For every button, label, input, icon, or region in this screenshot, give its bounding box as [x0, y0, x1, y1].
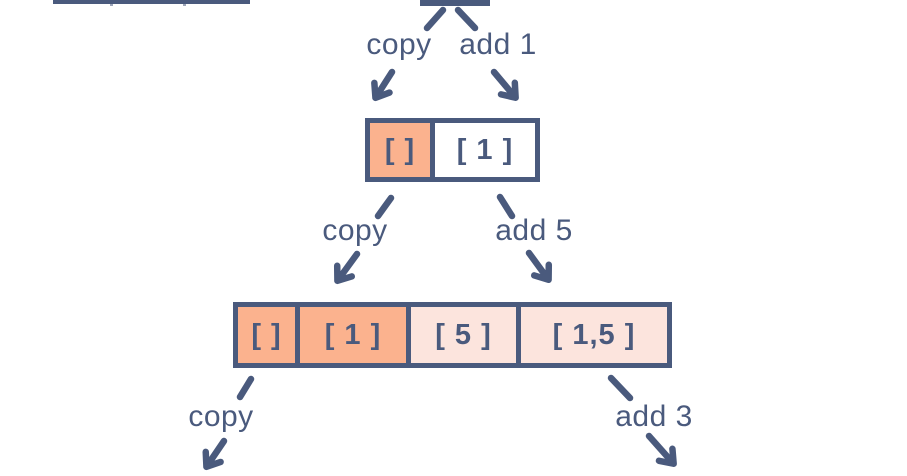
edge-arrow-add3 [645, 432, 677, 467]
edge-arrow-copy-3 [202, 437, 228, 471]
edge-label-copy-1: copy [366, 28, 432, 61]
list-cell-text: [ 5 ] [435, 318, 492, 351]
list-cell-text: [ 1 ] [324, 318, 382, 351]
list-cell-text: [ ] [251, 318, 282, 351]
list-cell-5: [ 5 ] [406, 307, 516, 363]
edge-stub-copy-1 [423, 6, 447, 32]
edge-label-add-3: add 3 [615, 400, 693, 433]
edge-label-copy-3: copy [188, 400, 254, 433]
list-box-level-1: [ ] [ 1 ] [365, 118, 540, 182]
edge-stub-copy-2 [374, 194, 395, 220]
edge-stub-add5 [496, 193, 516, 220]
cutoff-box-top-left [53, 0, 250, 6]
list-cell-1: [ 1 ] [295, 307, 406, 363]
edge-arrow-add5 [525, 249, 553, 284]
edge-label-add-5: add 5 [495, 214, 573, 247]
edge-arrow-copy-2 [333, 250, 361, 285]
list-cell-1: [ 1 ] [430, 123, 535, 177]
edge-label-copy-2: copy [322, 214, 388, 247]
list-cell-empty: [ ] [370, 123, 430, 177]
list-cell-text: [ ] [384, 133, 416, 166]
list-box-level-2: [ ] [ 1 ] [ 5 ] [ 1,5 ] [233, 302, 672, 368]
edge-arrow-add1 [490, 68, 519, 102]
list-cell-empty: [ ] [238, 307, 295, 363]
edge-label-add-1: add 1 [459, 28, 537, 61]
edge-arrow-copy-1 [371, 68, 396, 102]
cell-divider-tick [110, 4, 113, 6]
list-cell-text: [ 1 ] [456, 133, 514, 166]
list-cell-text: [ 1,5 ] [552, 318, 636, 351]
edge-stub-add1 [454, 6, 479, 32]
edge-stub-copy-3 [236, 375, 255, 401]
cell-divider-tick [183, 4, 186, 6]
cutoff-box-root [420, 0, 490, 6]
edge-stub-add3 [607, 374, 634, 402]
list-cell-1-5: [ 1,5 ] [516, 307, 667, 363]
